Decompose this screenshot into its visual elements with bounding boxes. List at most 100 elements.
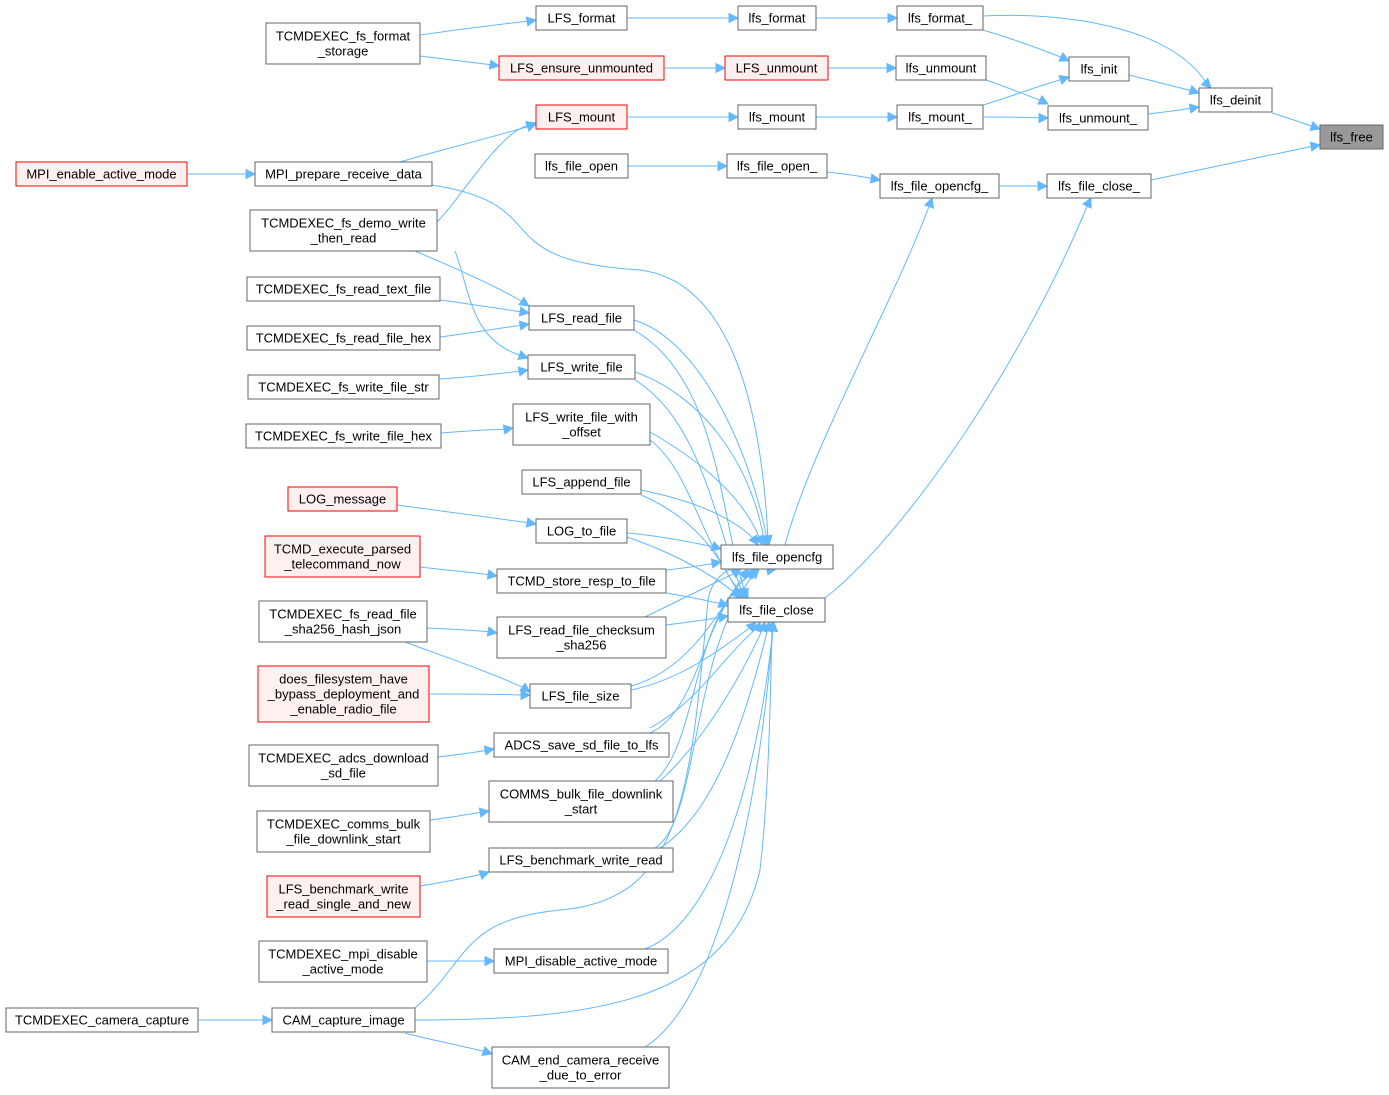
node-tcmdexec-fs-format-storage[interactable]: TCMDEXEC_fs_format_storage (265, 22, 421, 65)
node-lfs-mount-[interactable]: lfs_mount_ (896, 104, 984, 130)
node-box[interactable] (266, 875, 421, 918)
node-lfs-file-open[interactable]: lfs_file_open (534, 153, 629, 179)
node-box[interactable] (529, 683, 632, 709)
node-lfs-unmount[interactable]: LFS_unmount (724, 55, 829, 81)
node-box[interactable] (1319, 124, 1384, 150)
node-lfs-file-opencfg-[interactable]: lfs_file_opencfg_ (879, 173, 1000, 199)
node-box[interactable] (5, 1007, 199, 1033)
node-tcmd-store-resp-to-file[interactable]: TCMD_store_resp_to_file (496, 568, 667, 594)
node-lfs-file-close-[interactable]: lfs_file_close_ (1046, 173, 1152, 199)
node-box[interactable] (287, 486, 398, 512)
node-box[interactable] (246, 325, 441, 351)
node-box[interactable] (726, 153, 828, 179)
node-tcmdexec-comms-bulk-file-downlink-start[interactable]: TCMDEXEC_comms_bulk_file_downlink_start (256, 810, 431, 853)
node-box[interactable] (493, 948, 669, 974)
node-lfs-unmount-[interactable]: lfs_unmount_ (1047, 105, 1149, 131)
node-mpi-prepare-receive-data[interactable]: MPI_prepare_receive_data (254, 161, 433, 187)
node-lfs-write-file[interactable]: LFS_write_file (527, 354, 636, 380)
node-lfs-format[interactable]: LFS_format (535, 5, 628, 31)
node-box[interactable] (527, 354, 636, 380)
node-box[interactable] (512, 403, 651, 446)
node-box[interactable] (528, 305, 635, 331)
node-tcmdexec-camera-capture[interactable]: TCMDEXEC_camera_capture (5, 1007, 199, 1033)
node-tcmdexec-fs-read-text-file[interactable]: TCMDEXEC_fs_read_text_file (246, 276, 441, 302)
node-lfs-write-file-with-offset[interactable]: LFS_write_file_with_offset (512, 403, 651, 446)
node-box[interactable] (493, 732, 670, 758)
node-lfs-format[interactable]: lfs_format (737, 5, 817, 31)
node-box[interactable] (264, 535, 421, 578)
node-cam-capture-image[interactable]: CAM_capture_image (271, 1007, 416, 1033)
node-box[interactable] (15, 161, 188, 187)
node-box[interactable] (727, 597, 826, 623)
node-box[interactable] (724, 55, 829, 81)
node-lfs-file-size[interactable]: LFS_file_size (529, 683, 632, 709)
node-lfs-benchmark-write-read[interactable]: LFS_benchmark_write_read (488, 847, 674, 873)
node-tcmdexec-fs-read-file-hex[interactable]: TCMDEXEC_fs_read_file_hex (246, 325, 441, 351)
node-tcmdexec-fs-write-file-hex[interactable]: TCMDEXEC_fs_write_file_hex (245, 423, 442, 449)
node-box[interactable] (488, 780, 674, 823)
node-tcmdexec-adcs-download-sd-file[interactable]: TCMDEXEC_adcs_download_sd_file (248, 744, 439, 787)
node-log-message[interactable]: LOG_message (287, 486, 398, 512)
node-box[interactable] (496, 568, 667, 594)
node-does-filesystem-have-bypass-deployment-and-enable-radio-file[interactable]: does_filesystem_have_bypass_deployment_a… (257, 665, 430, 723)
node-box[interactable] (246, 276, 441, 302)
node-box[interactable] (521, 469, 642, 495)
node-lfs-read-file-checksum-sha256[interactable]: LFS_read_file_checksum_sha256 (496, 616, 667, 659)
node-box[interactable] (1198, 87, 1273, 113)
node-lfs-ensure-unmounted[interactable]: LFS_ensure_unmounted (498, 55, 665, 81)
node-box[interactable] (249, 209, 438, 252)
node-lfs-file-open-[interactable]: lfs_file_open_ (726, 153, 828, 179)
node-tcmd-execute-parsed-telecommand-now[interactable]: TCMD_execute_parsed_telecommand_now (264, 535, 421, 578)
node-lfs-free[interactable]: lfs_free (1319, 124, 1384, 150)
node-box[interactable] (534, 153, 629, 179)
node-lfs-file-close[interactable]: lfs_file_close (727, 597, 826, 623)
node-lfs-format-[interactable]: lfs_format_ (896, 5, 984, 31)
node-box[interactable] (271, 1007, 416, 1033)
node-tcmdexec-fs-write-file-str[interactable]: TCMDEXEC_fs_write_file_str (247, 374, 440, 400)
node-lfs-benchmark-write-read-single-and-new[interactable]: LFS_benchmark_write_read_single_and_new (266, 875, 421, 918)
node-box[interactable] (1046, 173, 1152, 199)
node-adcs-save-sd-file-to-lfs[interactable]: ADCS_save_sd_file_to_lfs (493, 732, 670, 758)
node-box[interactable] (488, 847, 674, 873)
node-box[interactable] (896, 104, 984, 130)
node-box[interactable] (535, 5, 628, 31)
node-box[interactable] (879, 173, 1000, 199)
node-tcmdexec-fs-read-file-sha256-hash-json[interactable]: TCMDEXEC_fs_read_file_sha256_hash_json (258, 600, 428, 643)
node-box[interactable] (247, 374, 440, 400)
node-lfs-mount[interactable]: LFS_mount (535, 104, 628, 130)
node-box[interactable] (1047, 105, 1149, 131)
node-lfs-mount[interactable]: lfs_mount (737, 104, 817, 130)
node-box[interactable] (720, 544, 834, 570)
node-comms-bulk-file-downlink-start[interactable]: COMMS_bulk_file_downlink_start (488, 780, 674, 823)
node-lfs-append-file[interactable]: LFS_append_file (521, 469, 642, 495)
node-mpi-disable-active-mode[interactable]: MPI_disable_active_mode (493, 948, 669, 974)
node-lfs-deinit[interactable]: lfs_deinit (1198, 87, 1273, 113)
node-box[interactable] (257, 665, 430, 723)
node-box[interactable] (256, 810, 431, 853)
node-box[interactable] (258, 940, 428, 983)
node-mpi-enable-active-mode[interactable]: MPI_enable_active_mode (15, 161, 188, 187)
node-lfs-file-opencfg[interactable]: lfs_file_opencfg (720, 544, 834, 570)
node-lfs-unmount[interactable]: lfs_unmount (895, 55, 987, 81)
node-box[interactable] (737, 104, 817, 130)
node-box[interactable] (535, 518, 628, 544)
node-box[interactable] (258, 600, 428, 643)
node-box[interactable] (496, 616, 667, 659)
node-tcmdexec-fs-demo-write-then-read[interactable]: TCMDEXEC_fs_demo_write_then_read (249, 209, 438, 252)
node-box[interactable] (896, 5, 984, 31)
node-log-to-file[interactable]: LOG_to_file (535, 518, 628, 544)
node-box[interactable] (535, 104, 628, 130)
node-box[interactable] (254, 161, 433, 187)
node-cam-end-camera-receive-due-to-error[interactable]: CAM_end_camera_receive_due_to_error (491, 1046, 670, 1089)
node-box[interactable] (498, 55, 665, 81)
node-box[interactable] (737, 5, 817, 31)
node-box[interactable] (1068, 56, 1130, 82)
node-box[interactable] (248, 744, 439, 787)
node-tcmdexec-mpi-disable-active-mode[interactable]: TCMDEXEC_mpi_disable_active_mode (258, 940, 428, 983)
node-lfs-read-file[interactable]: LFS_read_file (528, 305, 635, 331)
node-box[interactable] (491, 1046, 670, 1089)
node-box[interactable] (265, 22, 421, 65)
node-box[interactable] (245, 423, 442, 449)
node-box[interactable] (895, 55, 987, 81)
node-lfs-init[interactable]: lfs_init (1068, 56, 1130, 82)
